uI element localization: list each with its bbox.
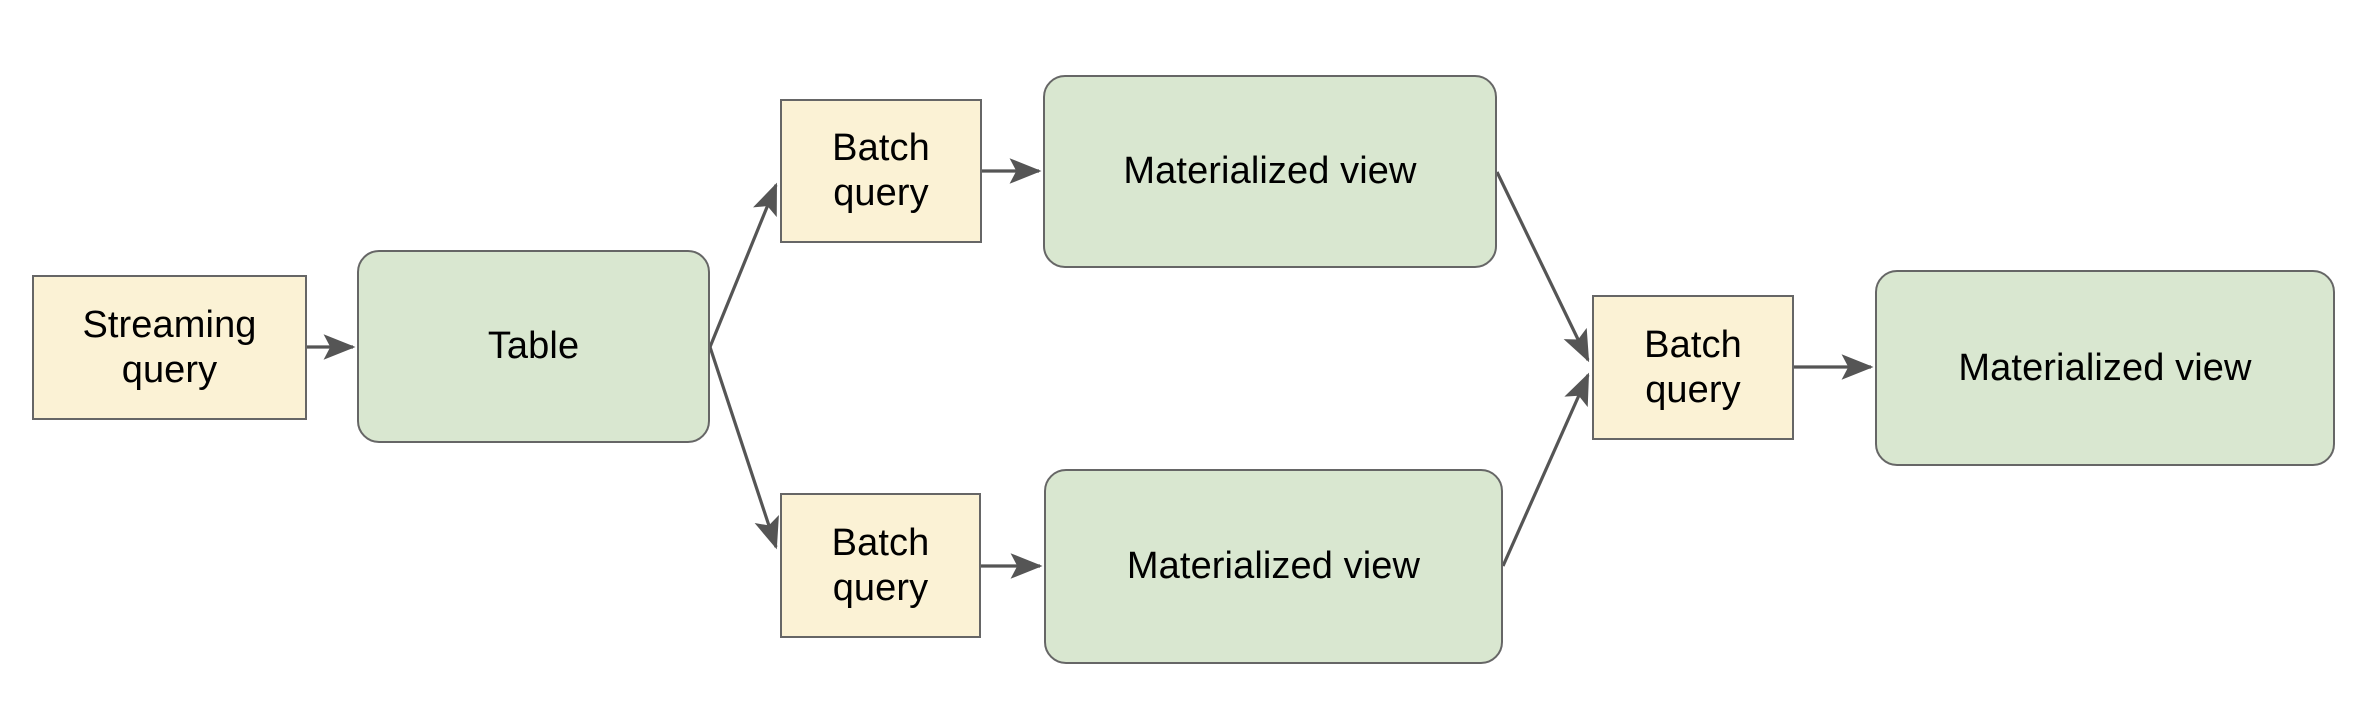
node-materialized-view-right[interactable]: Materialized view	[1875, 270, 2335, 466]
edge-table-to-batch-query-bottom	[708, 346, 779, 550]
node-materialized-view-top-label: Materialized view	[1123, 150, 1417, 193]
edge-materialized-view-bottom-to-batch-query-right	[1501, 372, 1590, 567]
node-streaming-query[interactable]: Streaming query	[32, 275, 307, 420]
node-materialized-view-bottom-label: Materialized view	[1126, 545, 1421, 588]
edge-materialized-view-top-to-batch-query-right	[1495, 171, 1590, 363]
node-batch-query-right[interactable]: Batch query	[1592, 295, 1794, 440]
node-materialized-view-right-label: Materialized view	[1958, 346, 2252, 389]
node-streaming-query-label: Streaming query	[82, 303, 257, 391]
node-batch-query-top[interactable]: Batch query	[780, 99, 982, 243]
node-batch-query-right-label: Batch query	[1644, 323, 1742, 411]
node-batch-query-bottom[interactable]: Batch query	[780, 493, 981, 638]
edge-table-to-batch-query-top	[708, 182, 778, 348]
node-batch-query-bottom-label: Batch query	[831, 521, 930, 609]
node-table[interactable]: Table	[357, 250, 710, 443]
node-materialized-view-bottom[interactable]: Materialized view	[1044, 469, 1503, 664]
node-table-label: Table	[487, 325, 580, 368]
node-batch-query-top-label: Batch query	[832, 127, 930, 214]
node-materialized-view-top[interactable]: Materialized view	[1043, 75, 1497, 268]
